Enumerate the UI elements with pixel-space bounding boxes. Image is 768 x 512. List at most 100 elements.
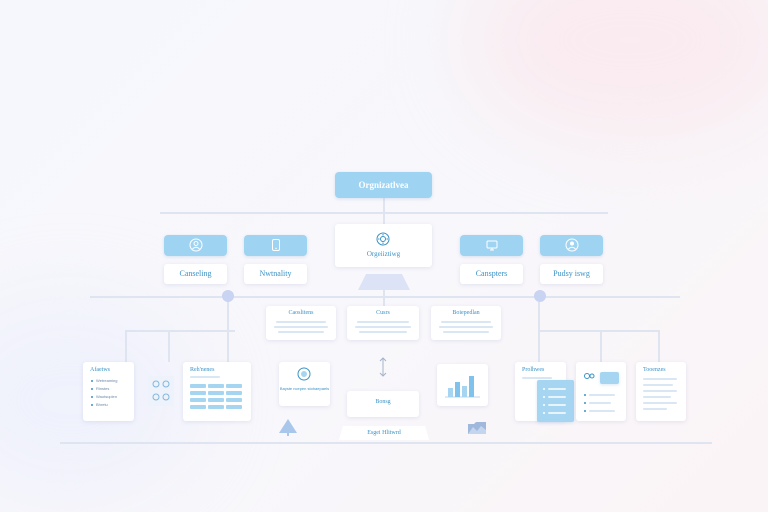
table-cell xyxy=(208,384,224,388)
level3-center-card[interactable]: Bonsg xyxy=(347,391,419,417)
level3-badge-card[interactable]: Bayste ncepen stohaepaels xyxy=(279,362,330,406)
settings-toggle[interactable] xyxy=(600,372,619,384)
level1-icon-pill[interactable] xyxy=(244,235,307,256)
connector xyxy=(538,330,660,332)
level1-icon-pill[interactable] xyxy=(540,235,603,256)
level1-label: Canspters xyxy=(475,269,508,278)
text-line xyxy=(357,321,409,323)
level2-label: Cusrs xyxy=(376,310,390,316)
level1-icon-pill[interactable] xyxy=(460,235,523,256)
level1-center-card[interactable]: Orgeiiztiwg xyxy=(335,224,432,267)
connector xyxy=(160,212,608,214)
text-line xyxy=(643,402,677,404)
level1-label-card[interactable]: Canseling xyxy=(164,264,227,284)
connector xyxy=(600,330,602,362)
text-line xyxy=(441,321,491,323)
connector-triangle-shape xyxy=(358,274,410,290)
level1-label-card[interactable]: Canspters xyxy=(460,264,523,284)
level1-label: Canseling xyxy=(179,269,212,278)
text-line xyxy=(522,377,552,379)
level3-chart-card[interactable] xyxy=(437,364,488,406)
level3-list-card[interactable]: Afaetws Wetreaming Rinstes Waotsuplen Bh… xyxy=(83,362,134,421)
level2-card[interactable]: Cusrs xyxy=(347,306,419,340)
text-line xyxy=(643,408,667,410)
table-cell xyxy=(226,384,242,388)
connector xyxy=(538,302,540,362)
level1-label-card[interactable]: Nwtnality xyxy=(244,264,307,284)
table-cell xyxy=(190,391,206,395)
level2-label: Boiepedlan xyxy=(452,310,480,316)
root-label: Orgnizatlvea xyxy=(358,180,409,190)
level1-label-card[interactable]: Pudsy iswg xyxy=(540,264,603,284)
text-line xyxy=(359,331,407,333)
user-circle-icon xyxy=(189,238,203,252)
level3-settings-card[interactable] xyxy=(576,362,626,421)
text-line xyxy=(276,321,326,323)
list-item: Waotsuplen xyxy=(96,394,117,399)
text-line xyxy=(548,412,566,414)
gear-circle-icon xyxy=(376,232,390,246)
text-line xyxy=(643,396,671,398)
user-group-icon xyxy=(148,376,174,406)
text-line xyxy=(548,388,566,390)
text-line xyxy=(589,394,615,396)
bullet-icon xyxy=(584,410,586,412)
bullet-icon xyxy=(543,388,545,390)
connector xyxy=(60,442,712,444)
badge-icon xyxy=(297,367,311,381)
connector xyxy=(383,198,385,224)
text-line xyxy=(278,331,324,333)
bullet-icon xyxy=(91,388,93,390)
contacts-icon xyxy=(584,373,595,379)
level3-highlight-panel[interactable] xyxy=(537,380,574,422)
list-item: Wetreaming xyxy=(96,378,118,383)
root-node[interactable]: Orgnizatlvea xyxy=(335,172,432,198)
connector-node xyxy=(534,290,546,302)
table-cell xyxy=(208,391,224,395)
bullet-icon xyxy=(91,404,93,406)
connector xyxy=(658,330,660,362)
level2-card[interactable]: Boiepedlan xyxy=(431,306,501,340)
level3-doc-card[interactable]: Tooenzes xyxy=(636,362,686,421)
bottom-label: Esgei Hlitwrd xyxy=(367,430,401,436)
level3-title: Prolhwes xyxy=(522,367,545,373)
text-line xyxy=(548,404,566,406)
text-line xyxy=(589,402,611,404)
text-line xyxy=(355,326,411,328)
bullet-icon xyxy=(543,412,545,414)
phone-icon xyxy=(272,239,280,251)
table-cell xyxy=(190,398,206,402)
text-line xyxy=(643,378,677,380)
level3-title: Bonsg xyxy=(375,399,391,405)
level1-label: Orgeiiztiwg xyxy=(366,250,401,258)
level3-title: Tooenzes xyxy=(643,367,666,373)
level3-table-card[interactable]: Reh'nenes xyxy=(183,362,251,421)
level1-icon-pill[interactable] xyxy=(164,235,227,256)
bottom-base-shape xyxy=(339,426,429,440)
connector xyxy=(168,330,170,362)
person-circle-icon xyxy=(565,238,579,252)
screen-icon xyxy=(486,240,498,251)
bullet-icon xyxy=(91,380,93,382)
bar-chart-icon xyxy=(445,376,480,398)
bullet-icon xyxy=(543,396,545,398)
level2-label: Caoslitens xyxy=(288,310,314,316)
connector xyxy=(125,330,235,332)
bullet-icon xyxy=(584,402,586,404)
text-line xyxy=(643,384,673,386)
level2-card[interactable]: Caoslitens xyxy=(266,306,336,340)
table-cell xyxy=(190,384,206,388)
text-line xyxy=(190,376,220,378)
table-cell xyxy=(208,398,224,402)
bullet-icon xyxy=(91,396,93,398)
connector-node xyxy=(222,290,234,302)
list-item: Bhretu xyxy=(96,402,108,407)
connector xyxy=(125,330,127,362)
table-cell xyxy=(226,391,242,395)
level1-label: Nwtnality xyxy=(259,269,292,278)
vertical-arrows-icon xyxy=(379,357,387,377)
bullet-icon xyxy=(543,404,545,406)
text-line xyxy=(439,326,493,328)
level3-title: Reh'nenes xyxy=(190,367,215,373)
